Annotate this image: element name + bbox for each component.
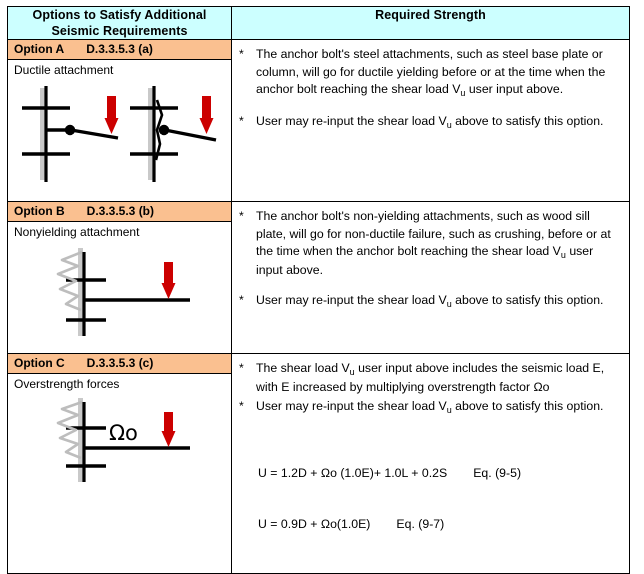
- bullet-text-pre: The shear load V: [256, 361, 350, 375]
- bullet-star: *: [239, 209, 244, 223]
- load-arrow-icon: [104, 96, 119, 134]
- overstrength-forces-diagram: Ωo: [56, 398, 190, 482]
- bullet-text-post: above to satisfy this option.: [451, 113, 604, 128]
- table-row: Option B D.3.3.5.3 (b) Nonyielding attach…: [7, 201, 630, 354]
- option-a-code: D.3.3.5.3 (a): [86, 42, 153, 56]
- figure-sheet: Options to Satisfy Additional Seismic Re…: [7, 6, 630, 574]
- option-b-description: * The anchor bolt's non-yielding attachme…: [232, 202, 629, 317]
- option-c-description: *The shear load Vu user input above incl…: [232, 354, 629, 573]
- bullet-text-post: user input above includes the seismic lo…: [256, 361, 605, 394]
- table-header-row: Options to Satisfy Additional Seismic Re…: [7, 6, 630, 40]
- list-item: * User may re-input the shear load Vu abo…: [239, 113, 621, 132]
- header-options-column: Options to Satisfy Additional Seismic Re…: [7, 6, 232, 40]
- nonyielding-attachment-diagram: [56, 248, 190, 336]
- bullet-star: *: [239, 293, 244, 307]
- option-a-bar: Option A D.3.3.5.3 (a): [8, 40, 231, 60]
- bullet-text-pre: The anchor bolt's non-yielding attachmen…: [256, 209, 611, 258]
- table-row: Option C D.3.3.5.3 (c) Overstrength force…: [7, 353, 630, 574]
- option-a-description-cell: * The anchor bolt's steel attachments, su…: [231, 39, 630, 202]
- list-item: * User may re-input the shear load Vu abo…: [239, 398, 621, 417]
- list-item: * The anchor bolt's steel attachments, su…: [239, 46, 621, 100]
- option-a-subtitle: Ductile attachment: [14, 63, 114, 77]
- option-b-description-cell: * The anchor bolt's non-yielding attachme…: [231, 201, 630, 354]
- bullet-text-pre: User may re-input the shear load V: [256, 399, 447, 413]
- bullet-star: *: [239, 399, 244, 413]
- bullet-text-post: above to satisfy this option.: [451, 399, 604, 413]
- bullet-text-post: user input above.: [256, 244, 594, 277]
- list-item: * The shear load Vu user input above incl…: [239, 360, 621, 396]
- bullet-text-pre: User may re-input the shear load V: [256, 293, 447, 307]
- equation-reference: Eq. (9-5): [473, 465, 522, 480]
- bullet-star: *: [239, 361, 244, 375]
- list-item: * User may re-input the shear load Vu abo…: [239, 292, 621, 311]
- option-b-code: D.3.3.5.3 (b): [86, 204, 155, 218]
- table-row: Option A D.3.3.5.3 (a) Ductile attachment: [7, 39, 630, 202]
- equation-row: U = 0.9D + Ωo(1.0E) Eq. (9-7): [258, 516, 621, 533]
- list-item: * The anchor bolt's non-yielding attachme…: [239, 208, 621, 279]
- bullet-subscript: u: [560, 250, 566, 260]
- equation-reference: Eq. (9-7): [396, 516, 445, 531]
- bullet-subscript: u: [349, 367, 355, 377]
- option-c-bar: Option C D.3.3.5.3 (c): [8, 354, 231, 374]
- overstrength-factor-symbol: Ωo: [109, 421, 138, 445]
- option-c-subtitle: Overstrength forces: [14, 377, 120, 391]
- load-arrow-icon: [161, 412, 176, 447]
- option-c-description-cell: *The shear load Vu user input above incl…: [231, 353, 630, 574]
- header-required-strength-column: Required Strength: [231, 6, 630, 40]
- bullet-text-pre: User may re-input the shear load V: [256, 113, 447, 128]
- bullet-star: *: [239, 113, 244, 128]
- option-a-label: Option A: [14, 42, 65, 56]
- option-b-label: Option B: [14, 204, 65, 218]
- bullet-subscript: u: [446, 299, 452, 309]
- bullet-text-pre: The anchor bolt's steel attachments, suc…: [256, 47, 606, 96]
- header-options-line2: Seismic Requirements: [51, 24, 188, 38]
- option-b-figure-wrap: [8, 240, 231, 353]
- equation-expression: U = 0.9D + Ωo(1.0E): [258, 516, 371, 531]
- equation-expression: U = 1.2D + Ωo (1.0E)+ 1.0L + 0.2S: [258, 465, 448, 480]
- bullet-star: *: [239, 47, 244, 61]
- option-a-cell: Option A D.3.3.5.3 (a) Ductile attachment: [7, 39, 232, 202]
- option-b-cell: Option B D.3.3.5.3 (b) Nonyielding attach…: [7, 201, 232, 354]
- option-a-figure-wrap: [8, 78, 231, 201]
- ductile-attachment-diagram: [22, 86, 217, 182]
- bullet-text-post: above to satisfy this option.: [451, 293, 604, 307]
- load-arrow-icon: [199, 96, 214, 134]
- option-c-code: D.3.3.5.3 (c): [86, 356, 154, 370]
- option-c-cell: Option C D.3.3.5.3 (c) Overstrength force…: [7, 353, 232, 574]
- equation-row: U = 1.2D + Ωo (1.0E)+ 1.0L + 0.2S Eq. (9-…: [258, 465, 621, 482]
- bullet-subscript: u: [460, 88, 466, 98]
- seismic-options-table: Options to Satisfy Additional Seismic Re…: [7, 6, 630, 574]
- bullet-subscript: u: [446, 405, 452, 415]
- option-b-subtitle: Nonyielding attachment: [14, 225, 140, 239]
- option-c-figure-wrap: Ωo: [8, 392, 231, 499]
- header-options-line1: Options to Satisfy Additional: [32, 8, 207, 22]
- option-c-label: Option C: [14, 356, 65, 370]
- bullet-subscript: u: [446, 119, 452, 130]
- equation-block: U = 1.2D + Ωo (1.0E)+ 1.0L + 0.2S Eq. (9-…: [239, 431, 621, 567]
- load-arrow-icon: [161, 262, 176, 299]
- bullet-text-post: user input above.: [465, 82, 564, 96]
- option-a-description: * The anchor bolt's steel attachments, su…: [232, 40, 629, 137]
- option-b-bar: Option B D.3.3.5.3 (b): [8, 202, 231, 222]
